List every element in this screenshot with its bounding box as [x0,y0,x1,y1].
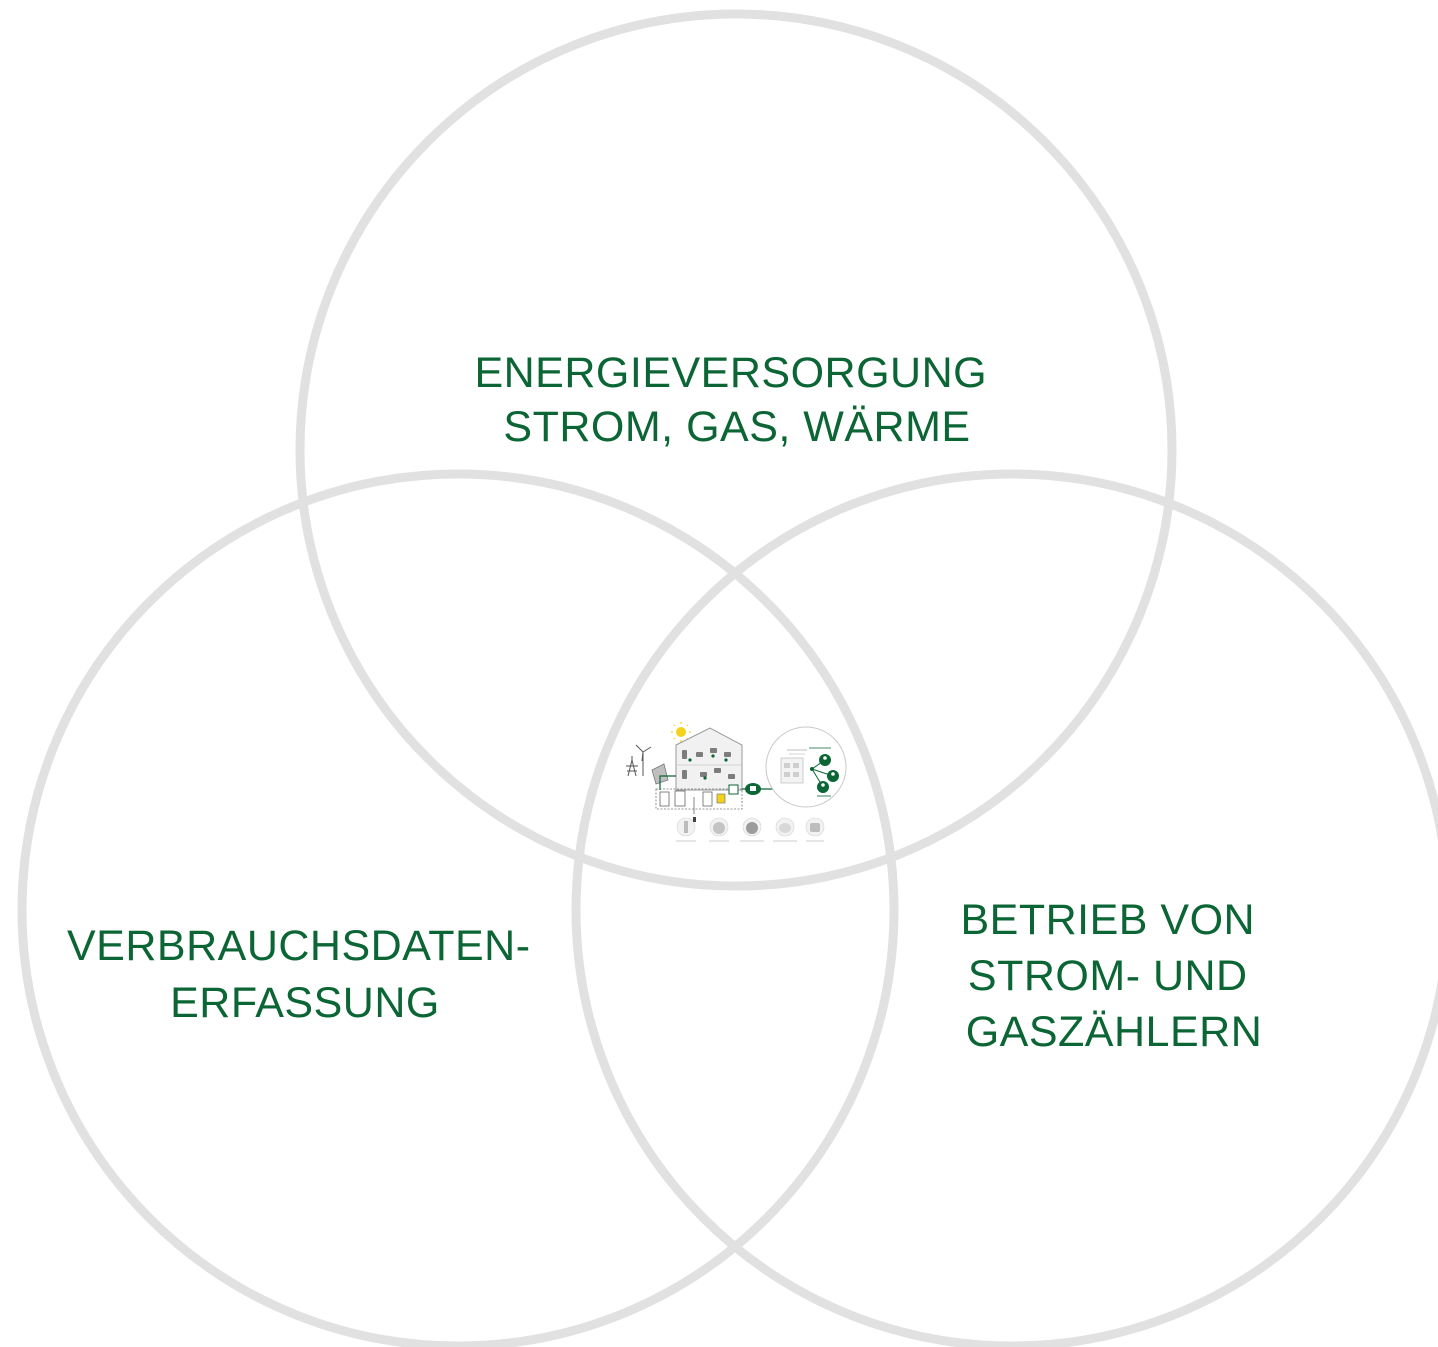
circle-meter-operation [571,469,1438,1347]
solar-panel-icon [651,763,669,785]
device-icons-row [676,817,825,842]
power-pylon-icon [626,756,638,777]
device-icon [773,817,797,842]
smart-building-energy-network-illustration [626,722,847,842]
label-energy-supply-line-1: ENERGIEVERSORGUNG [474,349,987,397]
wind-turbine-icon [635,744,652,776]
meter-cabinet-icon [655,775,743,814]
label-consumption-data-line-1: VERBRAUCHSDATEN- [67,922,531,970]
label-meter-operation: BETRIEB VON STROM- UND GASZÄHLERN [960,896,1267,1056]
circle-consumption-data [17,469,899,1347]
label-meter-operation-line-3: GASZÄHLERN [966,1008,1263,1056]
circle-energy-supply [295,9,1177,891]
label-consumption-data: VERBRAUCHSDATEN- ERFASSUNG [67,922,543,1027]
device-icon [805,817,825,842]
data-platform-icon [765,726,847,808]
house-icon [675,727,743,791]
device-icon [709,817,729,842]
sun-icon [671,722,691,742]
label-consumption-data-line-2: ERFASSUNG [170,979,440,1027]
device-icon [676,817,696,842]
label-meter-operation-line-1: BETRIEB VON [960,896,1255,944]
device-icon [740,817,764,842]
label-meter-operation-line-2: STROM- UND [968,952,1248,1000]
label-energy-supply-line-2: STROM, GAS, WÄRME [503,403,970,451]
label-energy-supply: ENERGIEVERSORGUNG STROM, GAS, WÄRME [474,349,999,451]
